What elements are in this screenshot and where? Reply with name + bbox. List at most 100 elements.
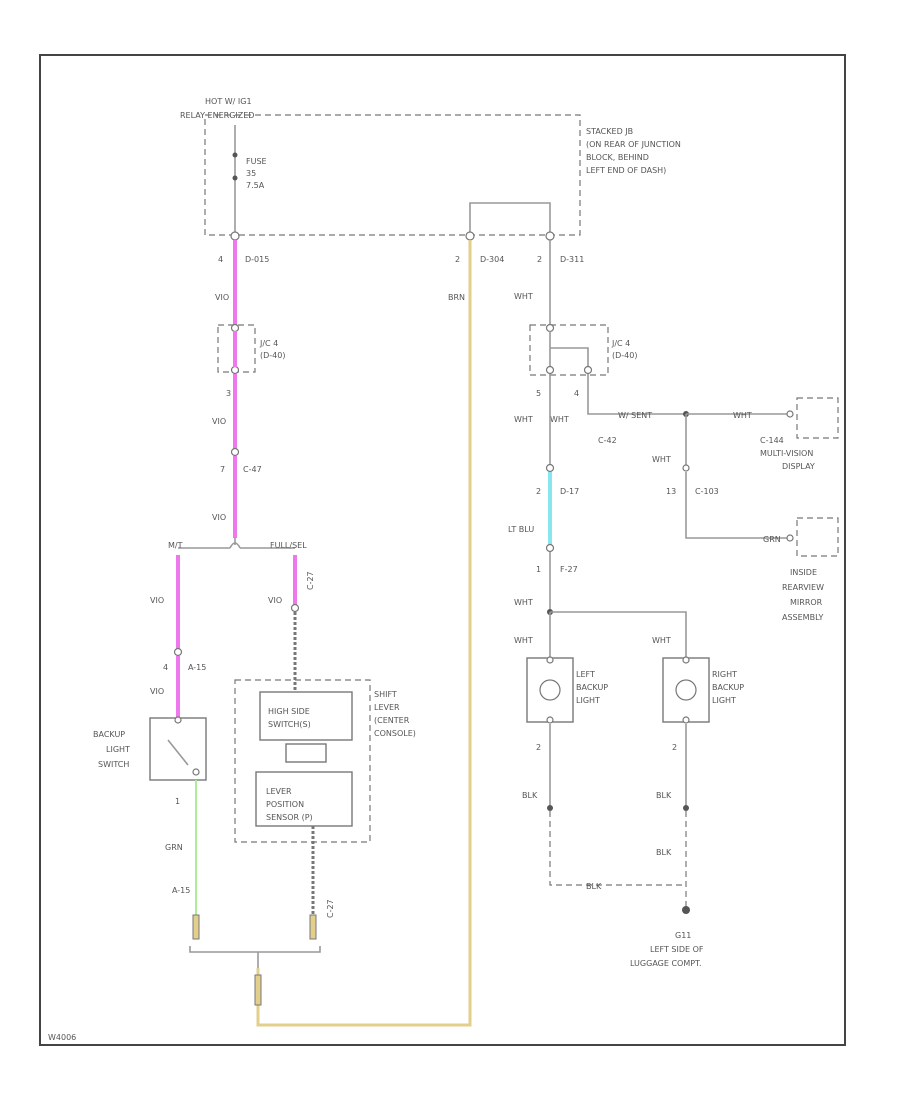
yellow-connector	[254, 974, 262, 1006]
a15-bot-connector	[192, 914, 200, 940]
jb-desc-3: BLOCK, BEHIND	[586, 153, 649, 162]
jc-left-conn: (D-40)	[260, 351, 285, 360]
wire-to-mirror	[685, 472, 790, 539]
lever-pos-2: POSITION	[266, 800, 304, 809]
backup-switch-1: BACKUP	[93, 730, 125, 739]
c47-pin: 7	[220, 465, 225, 474]
mirror-4: ASSEMBLY	[782, 613, 823, 622]
right-light-term-bottom	[682, 716, 690, 724]
wht-label-c144: WHT	[733, 411, 752, 420]
left-bulb-icon	[539, 679, 561, 701]
wht-label-2: WHT	[550, 415, 569, 424]
jc-left-pin: 3	[226, 389, 231, 398]
vio-label-2: VIO	[212, 417, 226, 426]
jc-right-term-a	[545, 365, 555, 375]
mirror-terminal	[786, 534, 794, 542]
jb-desc-1: STACKED JB	[586, 127, 633, 136]
c27-bot-connector	[309, 914, 317, 940]
d015-pin: 4	[218, 255, 223, 264]
switch-term-top	[174, 716, 182, 724]
jc-left-name: J/C 4	[259, 339, 278, 348]
wht-label-c103: WHT	[652, 455, 671, 464]
high-side-1: HIGH SIDE	[268, 707, 310, 716]
right-bulb-icon	[675, 679, 697, 701]
jc-right-pin-a: 5	[536, 389, 541, 398]
jc-left-term-bottom	[230, 365, 240, 375]
left-ground-dashed	[549, 811, 686, 886]
vio-label-mt-2: VIO	[150, 687, 164, 696]
left-backup-2: BACKUP	[576, 683, 608, 692]
jc-left-outline	[217, 324, 256, 373]
mirror-outline	[796, 517, 839, 557]
left-ground-node	[547, 805, 553, 811]
fuse-number: 35	[246, 169, 256, 178]
sensor-link-box	[285, 743, 327, 763]
connector-d311	[545, 231, 555, 241]
wht-label-1: WHT	[514, 292, 533, 301]
jc-right-internal	[549, 331, 589, 367]
d015-conn: D-015	[245, 255, 269, 264]
switch-term-bottom	[192, 768, 200, 776]
c144-1: C-144	[760, 436, 784, 445]
a15-top-conn: A-15	[188, 663, 206, 672]
d304-conn: D-304	[480, 255, 504, 264]
vio-label-mt: VIO	[150, 596, 164, 605]
f27-conn: F-27	[560, 565, 578, 574]
blk-label-3: BLK	[656, 848, 672, 857]
brn-label: BRN	[448, 293, 465, 302]
backup-switch-2: LIGHT	[106, 745, 130, 754]
wht-label-5: WHT	[514, 636, 533, 645]
diagram-frame	[39, 54, 846, 1046]
right-backup-2: BACKUP	[712, 683, 744, 692]
vio-label-fs: VIO	[268, 596, 282, 605]
d17-pin: 2	[536, 487, 541, 496]
footer-code: W4006	[48, 1033, 76, 1042]
fuse-label: FUSE	[246, 157, 267, 166]
split-right-label: FULL/SEL	[270, 541, 307, 550]
shift-lever-1: SHIFT	[374, 690, 397, 699]
left-light-pin: 2	[536, 743, 541, 752]
ground-3: LUGGAGE COMPT.	[630, 959, 702, 968]
split-left-label: M/T	[168, 541, 183, 550]
jc-right-conn: (D-40)	[612, 351, 637, 360]
d311-pin: 2	[537, 255, 542, 264]
blk-label-2: BLK	[656, 791, 672, 800]
vio-label-3: VIO	[212, 513, 226, 522]
right-light-pin: 2	[672, 743, 677, 752]
shift-lever-outline	[234, 679, 371, 843]
connector-d304	[465, 231, 475, 241]
ground-icon	[682, 906, 690, 914]
a15-top-pin: 4	[163, 663, 168, 672]
junction-block-outline	[204, 114, 581, 236]
lever-pos-3: SENSOR (P)	[266, 813, 313, 822]
mirror-2: REARVIEW	[782, 583, 824, 592]
fuse-terminal-top	[232, 152, 238, 158]
fuse-rating: 7.5A	[246, 181, 265, 190]
c103-terminal	[682, 464, 690, 472]
d311-conn: D-311	[560, 255, 584, 264]
connector-f27	[545, 543, 555, 553]
a15-bot-conn: A-15	[172, 886, 190, 895]
ground-2: LEFT SIDE OF	[650, 945, 704, 954]
jc-right-outline	[529, 324, 609, 376]
fuse-terminal-bottom	[232, 175, 238, 181]
c27-top-label: C-27	[306, 571, 315, 590]
jc-right-pin-b: 4	[574, 389, 579, 398]
right-backup-1: RIGHT	[712, 670, 737, 679]
shift-lever-4: CONSOLE)	[374, 729, 416, 738]
lever-position-box	[255, 771, 353, 827]
yellow-wire	[256, 240, 472, 1027]
vio-label-1: VIO	[215, 293, 229, 302]
ltblu-label: LT BLU	[508, 525, 534, 534]
jb-desc-2: (ON REAR OF JUNCTION	[586, 140, 681, 149]
c47-conn: C-47	[243, 465, 262, 474]
grn2-label: GRN	[763, 535, 781, 544]
c103-conn: C-103	[695, 487, 719, 496]
switch-blade	[167, 739, 189, 766]
connector-d17	[545, 463, 555, 473]
left-light-term-top	[546, 656, 554, 664]
c144-terminal	[786, 410, 794, 418]
backup-switch-3: SWITCH	[98, 760, 129, 769]
connector-c27-top	[290, 603, 300, 613]
